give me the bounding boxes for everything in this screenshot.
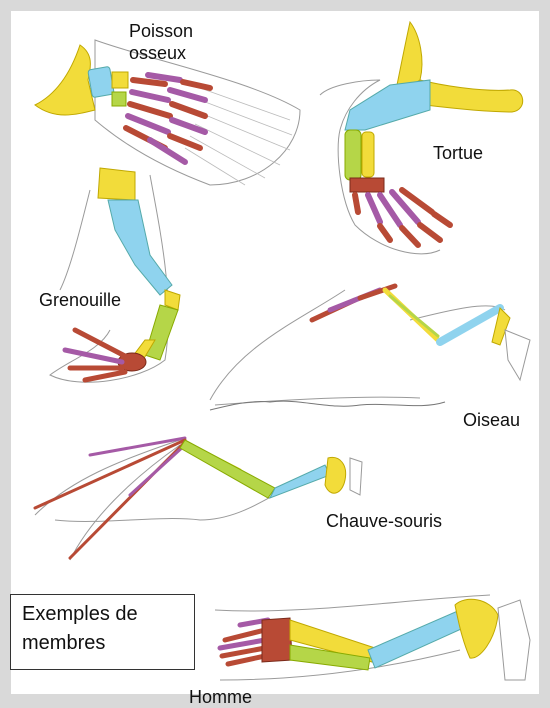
label-bat: Chauve-souris (326, 510, 442, 532)
label-bird: Oiseau (463, 409, 520, 431)
bat-wing (35, 438, 362, 560)
fish-girdle (35, 45, 95, 115)
caption-text: Exemples de membres (22, 600, 187, 658)
frog-limb (50, 168, 180, 382)
turtle-humerus (345, 80, 430, 130)
fish-blue-bone (88, 66, 115, 97)
bird-wing (210, 286, 530, 410)
human-arm (215, 595, 530, 680)
label-turtle: Tortue (433, 142, 483, 164)
label-fish: Poisson osseux (129, 20, 219, 64)
label-frog: Grenouille (39, 289, 121, 311)
turtle-limb (320, 22, 523, 254)
